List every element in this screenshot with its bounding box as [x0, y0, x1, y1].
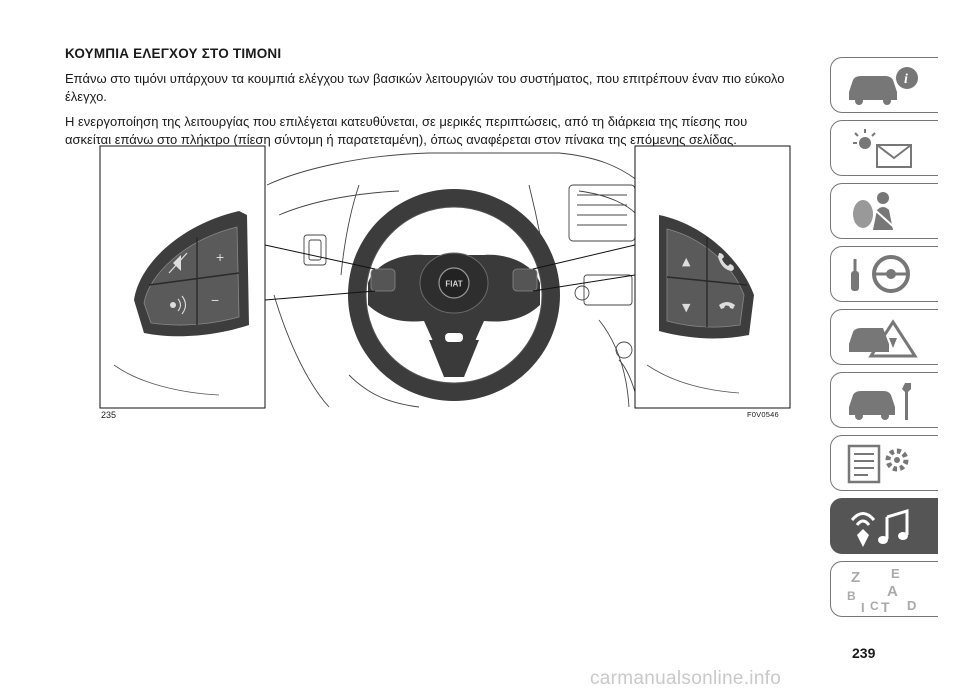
watermark: carmanualsonline.info: [590, 668, 782, 689]
svg-text:C: C: [870, 599, 879, 613]
steering-wheel: FIAT: [348, 189, 560, 401]
voice-icon: [170, 302, 176, 308]
svg-text:T: T: [881, 599, 890, 615]
scroll-down-symbol: ▼: [682, 301, 691, 314]
tab-emergency[interactable]: [830, 309, 938, 365]
tab-warning-lights[interactable]: [830, 120, 938, 176]
tab-multimedia[interactable]: [830, 498, 938, 554]
svg-text:A: A: [887, 583, 898, 600]
section-heading: ΚΟΥΜΠΙΑ ΕΛΕΓΧΟΥ ΣΤΟ ΤΙΜΟΝΙ: [65, 46, 282, 61]
starting-driving-icon: [851, 255, 910, 293]
figure-code: F0V0546: [747, 410, 779, 419]
left-controls-inset: + −: [99, 145, 266, 409]
tab-index[interactable]: Z E B A I C T D: [830, 561, 938, 617]
activation-paragraph: Η ενεργοποίηση της λειτουργίας που επιλέ…: [65, 114, 748, 147]
safety-airbag-icon: [853, 192, 896, 230]
scroll-up-symbol: ▲: [682, 255, 691, 268]
fiat-logo-text: FIAT: [445, 280, 462, 289]
phone-hangup-icon: [719, 302, 735, 309]
svg-text:Z: Z: [851, 569, 860, 586]
volume-down-symbol: −: [211, 292, 219, 308]
steering-wheel-figure: FIAT + −: [99, 145, 791, 409]
svg-text:B: B: [847, 589, 856, 603]
multimedia-icon: [850, 508, 909, 547]
right-hub-buttons: [512, 268, 538, 292]
svg-text:E: E: [891, 566, 900, 581]
warning-lights-icon: [853, 129, 912, 168]
maintenance-icon: [849, 383, 911, 420]
page-number: 239: [852, 645, 876, 661]
left-hub-buttons: [370, 268, 396, 292]
volume-up-symbol: +: [216, 249, 224, 265]
tab-technical-data[interactable]: [830, 435, 938, 491]
fiat-logo: [438, 267, 470, 299]
svg-text:I: I: [861, 600, 865, 615]
technical-data-icon: [847, 444, 909, 484]
emergency-icon: [849, 319, 918, 358]
tab-car-info[interactable]: i: [830, 57, 938, 113]
mute-icon: [173, 255, 181, 271]
right-controls-inset: ▲ ▼: [634, 145, 791, 409]
steering-wheel-illustration: FIAT + −: [99, 145, 791, 409]
figure-number: 235: [101, 410, 117, 420]
tab-safety[interactable]: [830, 183, 938, 239]
phone-answer-icon: [718, 253, 734, 271]
svg-text:i: i: [904, 72, 908, 87]
index-icon: Z E B A I C T D: [847, 566, 916, 615]
tab-maintenance[interactable]: [830, 372, 938, 428]
car-info-icon: i: [849, 67, 918, 105]
tab-starting-driving[interactable]: [830, 246, 938, 302]
svg-text:D: D: [907, 598, 916, 613]
intro-paragraph: Επάνω στο τιμόνι υπάρχουν τα κουμπιά ελέ…: [65, 71, 785, 104]
